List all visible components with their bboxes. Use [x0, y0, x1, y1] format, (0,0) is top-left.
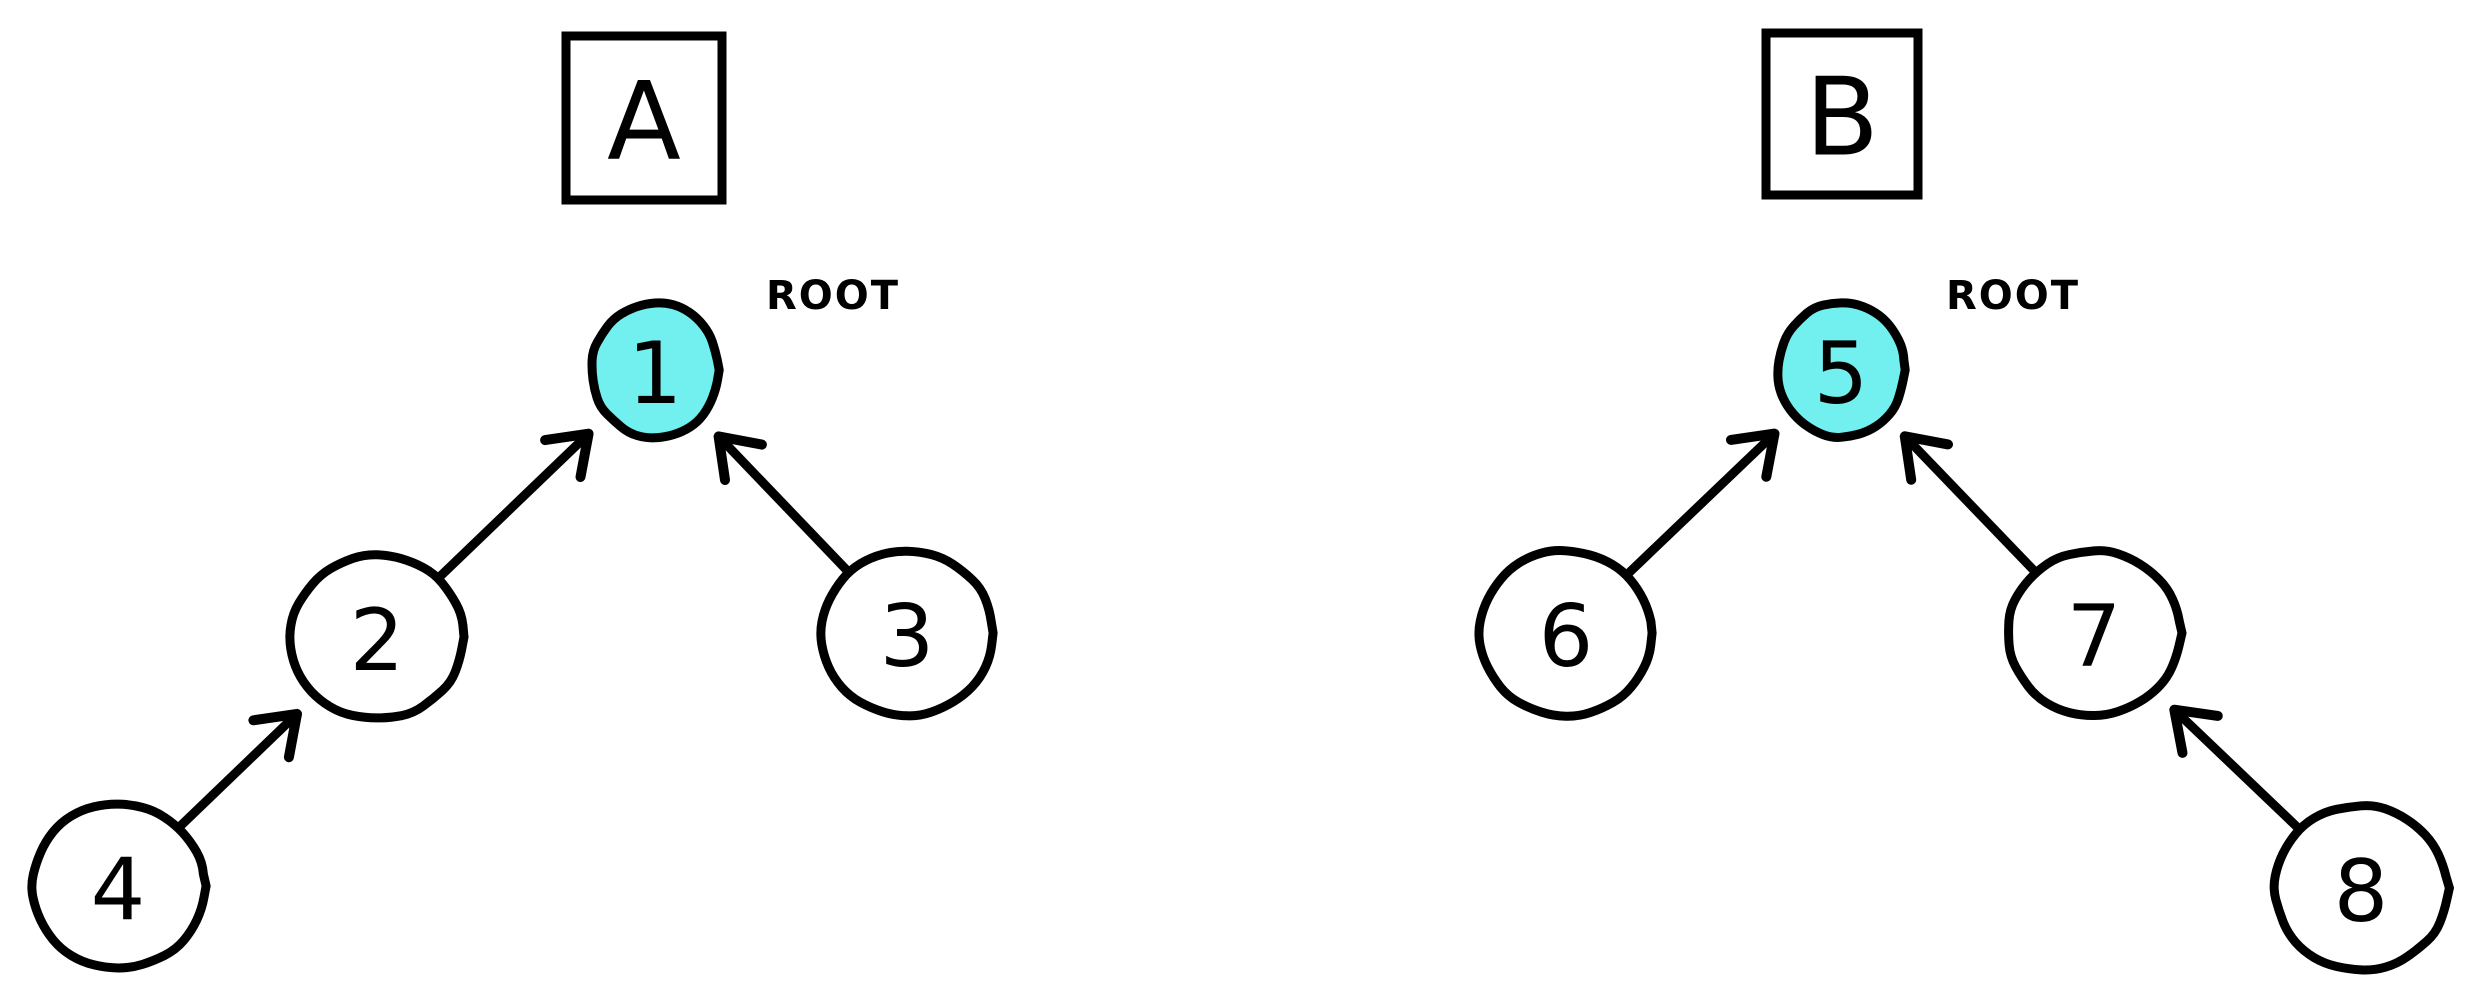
- edge-2-to-1: [432, 428, 594, 584]
- node-label-8: 8: [2334, 842, 2389, 942]
- arrow-head-3-1: [713, 431, 767, 485]
- node-shape-6[interactable]: [1474, 546, 1657, 721]
- edge-line-7-5: [1900, 431, 2041, 578]
- node-shape-3[interactable]: [816, 546, 998, 721]
- tree-group-B: B 5 6 7 8 ROOT: [1474, 28, 2455, 975]
- node-shape-1[interactable]: [587, 298, 724, 443]
- node-shape-5[interactable]: [1773, 298, 1910, 442]
- node-4[interactable]: 4: [27, 799, 211, 973]
- node-8[interactable]: 8: [2269, 801, 2455, 975]
- arrow-head-7-5: [1899, 431, 1953, 485]
- node-label-3: 3: [880, 587, 935, 687]
- node-shape-2[interactable]: [285, 550, 469, 723]
- edge-7-to-5: [1899, 431, 2041, 578]
- edge-6-to-5: [1621, 428, 1780, 581]
- arrow-head-2-1: [540, 428, 594, 482]
- group-label-B: B: [1805, 56, 1879, 181]
- node-6[interactable]: 6: [1474, 546, 1657, 721]
- node-shape-4[interactable]: [27, 799, 211, 973]
- node-2[interactable]: 2: [285, 550, 469, 723]
- node-label-4: 4: [91, 840, 146, 940]
- root-tag-B: ROOT: [1946, 273, 2080, 319]
- group-box-B: [1761, 28, 1923, 200]
- edge-line-3-1: [714, 431, 855, 578]
- node-label-1: 1: [628, 324, 683, 424]
- edge-line-4-2: [173, 709, 302, 833]
- node-label-2: 2: [350, 591, 405, 691]
- edge-line-8-7: [2169, 705, 2306, 836]
- edge-4-to-2: [173, 708, 302, 833]
- edge-line-2-1: [432, 429, 594, 584]
- node-7[interactable]: 7: [2004, 546, 2187, 721]
- arrow-head-8-7: [2169, 704, 2223, 758]
- edge-8-to-7: [2169, 704, 2306, 836]
- node-3[interactable]: 3: [816, 546, 998, 721]
- node-5[interactable]: 5: [1773, 298, 1910, 442]
- edge-3-to-1: [713, 431, 855, 578]
- arrow-head-6-5: [1726, 428, 1780, 482]
- node-shape-7[interactable]: [2004, 546, 2187, 721]
- tree-group-A: A 1 2 3 4 ROOT: [27, 31, 998, 973]
- node-label-5: 5: [1814, 324, 1869, 424]
- node-label-7: 7: [2067, 587, 2122, 687]
- node-1[interactable]: 1: [587, 298, 724, 443]
- node-label-6: 6: [1539, 587, 1594, 687]
- root-tag-A: ROOT: [766, 273, 900, 319]
- arrow-head-4-2: [248, 708, 302, 763]
- group-box-A: [561, 31, 727, 205]
- edge-line-6-5: [1621, 429, 1779, 581]
- group-label-A: A: [607, 60, 681, 185]
- node-shape-8[interactable]: [2269, 801, 2455, 975]
